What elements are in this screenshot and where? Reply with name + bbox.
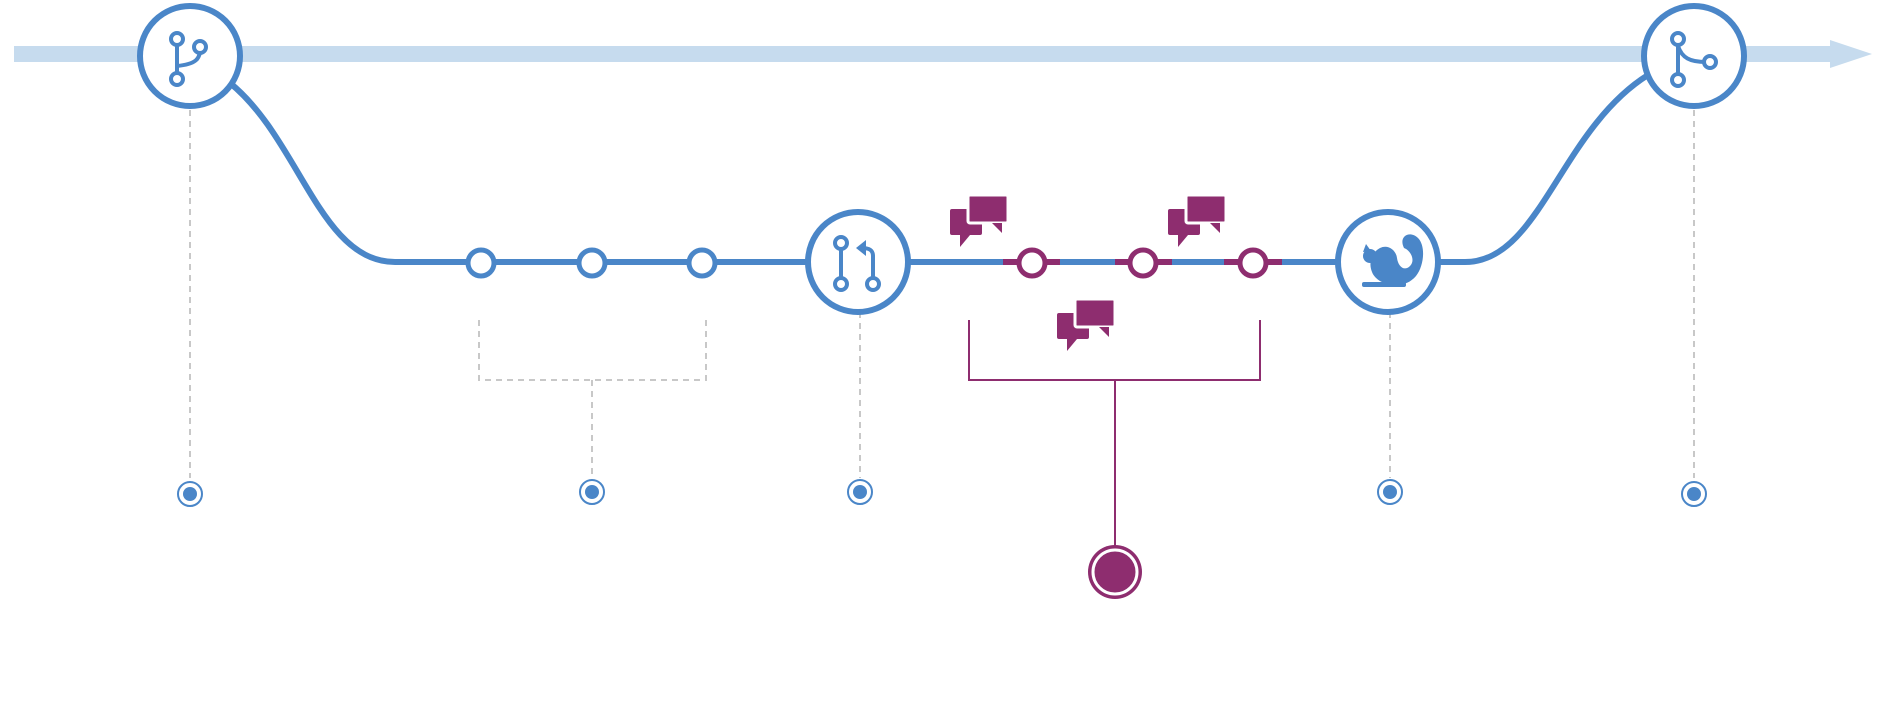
comment-bubbles-icon (1168, 193, 1228, 247)
commit-node-icon (576, 247, 608, 279)
deploy-node (1335, 209, 1441, 315)
commit-node-icon (686, 247, 718, 279)
git-branch-icon (169, 31, 208, 87)
review-bracket (968, 320, 1261, 548)
squirrel-icon (1362, 234, 1424, 287)
commit-node-icon (1237, 247, 1269, 279)
pull-request-node (805, 209, 911, 315)
step-marker-icon (1681, 481, 1707, 507)
step-marker-icon (177, 481, 203, 507)
commit-node-icon (1016, 247, 1048, 279)
review-commit-nodes (1016, 247, 1269, 279)
feature-branch-path (228, 72, 1650, 265)
pull-request-icon (833, 235, 881, 292)
commit-node-icon (1127, 247, 1159, 279)
branch-start-node (137, 3, 243, 109)
dashed-connectors (189, 110, 1695, 478)
step-marker-icon (579, 479, 605, 505)
commit-node-icon (465, 247, 497, 279)
main-branch-line (14, 40, 1872, 68)
comment-bubbles-icon (950, 193, 1010, 247)
git-merge-icon (1670, 31, 1718, 88)
comment-bubbles-icon (1057, 297, 1117, 351)
commit-nodes (465, 247, 718, 279)
step-marker-icon (847, 479, 873, 505)
review-marker-icon (1088, 545, 1142, 599)
step-marker-icon (1377, 479, 1403, 505)
step-markers (177, 479, 1707, 507)
merge-end-node (1641, 3, 1747, 109)
